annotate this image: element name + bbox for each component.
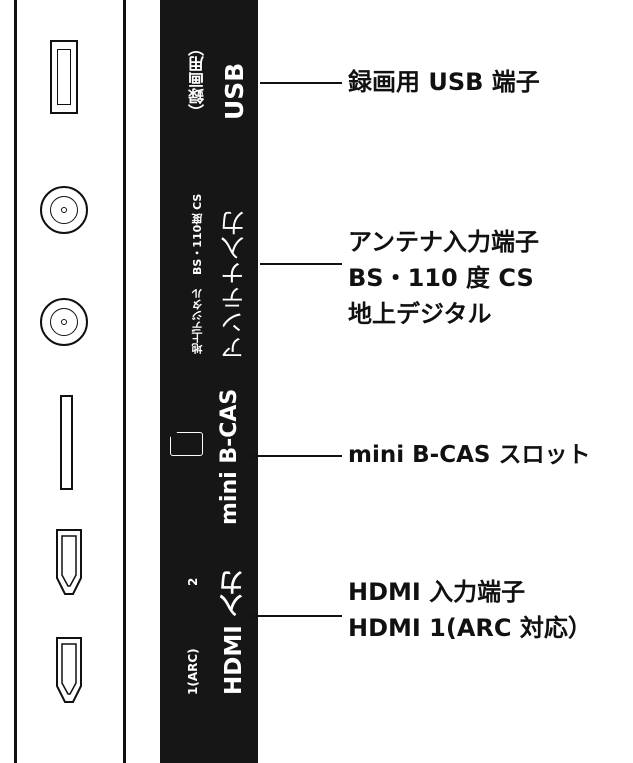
tv-side-body	[14, 0, 126, 763]
panel-antenna-terrestrial-label: 地上デジタル	[191, 288, 204, 354]
antenna-port-bs-icon	[40, 186, 88, 234]
label-panel	[160, 0, 258, 763]
panel-hdmi-2-label: 2	[186, 577, 200, 586]
bcas-callout: mini B-CAS スロット	[348, 437, 590, 473]
panel-hdmi-label: HDMI 入力	[221, 571, 247, 695]
antenna-callout-line-2: BS・110 度 CS	[348, 264, 534, 292]
hdmi-callout: HDMI 入力端子 HDMI 1(ARC 対応）	[348, 574, 592, 646]
hdmi-port-2-icon	[56, 529, 82, 595]
antenna-callout-line-3: 地上デジタル	[348, 300, 492, 328]
panel-antenna-label: アンテナ入力	[221, 210, 249, 360]
usb-leader-line	[260, 82, 342, 84]
usb-callout-line-1: 録画用 USB 端子	[348, 68, 540, 96]
antenna-leader-line	[260, 263, 342, 265]
panel-bcas-label: mini B-CAS	[217, 388, 242, 525]
antenna-callout-line-1: アンテナ入力端子	[348, 228, 540, 256]
antenna-port-terrestrial-icon	[40, 298, 88, 346]
hdmi-leader-line	[252, 615, 342, 617]
usb-port-icon	[50, 40, 78, 114]
bcas-card-icon	[170, 432, 203, 456]
panel-antenna-bs-label: BS・110度 CS	[191, 193, 204, 275]
panel-usb-sublabel: （録画用）	[188, 40, 207, 120]
antenna-callout: アンテナ入力端子 BS・110 度 CS 地上デジタル	[348, 224, 539, 332]
hdmi-callout-line-1: HDMI 入力端子	[348, 578, 526, 606]
bcas-leader-line	[252, 455, 342, 457]
panel-usb-label: USB	[220, 62, 249, 120]
bcas-slot-icon	[60, 395, 73, 490]
bcas-callout-line-1: mini B-CAS スロット	[348, 442, 591, 468]
usb-callout: 録画用 USB 端子	[348, 64, 540, 100]
hdmi-callout-line-2: HDMI 1(ARC 対応）	[348, 614, 592, 642]
hdmi-port-1-icon	[56, 637, 82, 703]
panel-hdmi-1-label: 1(ARC)	[186, 648, 200, 695]
